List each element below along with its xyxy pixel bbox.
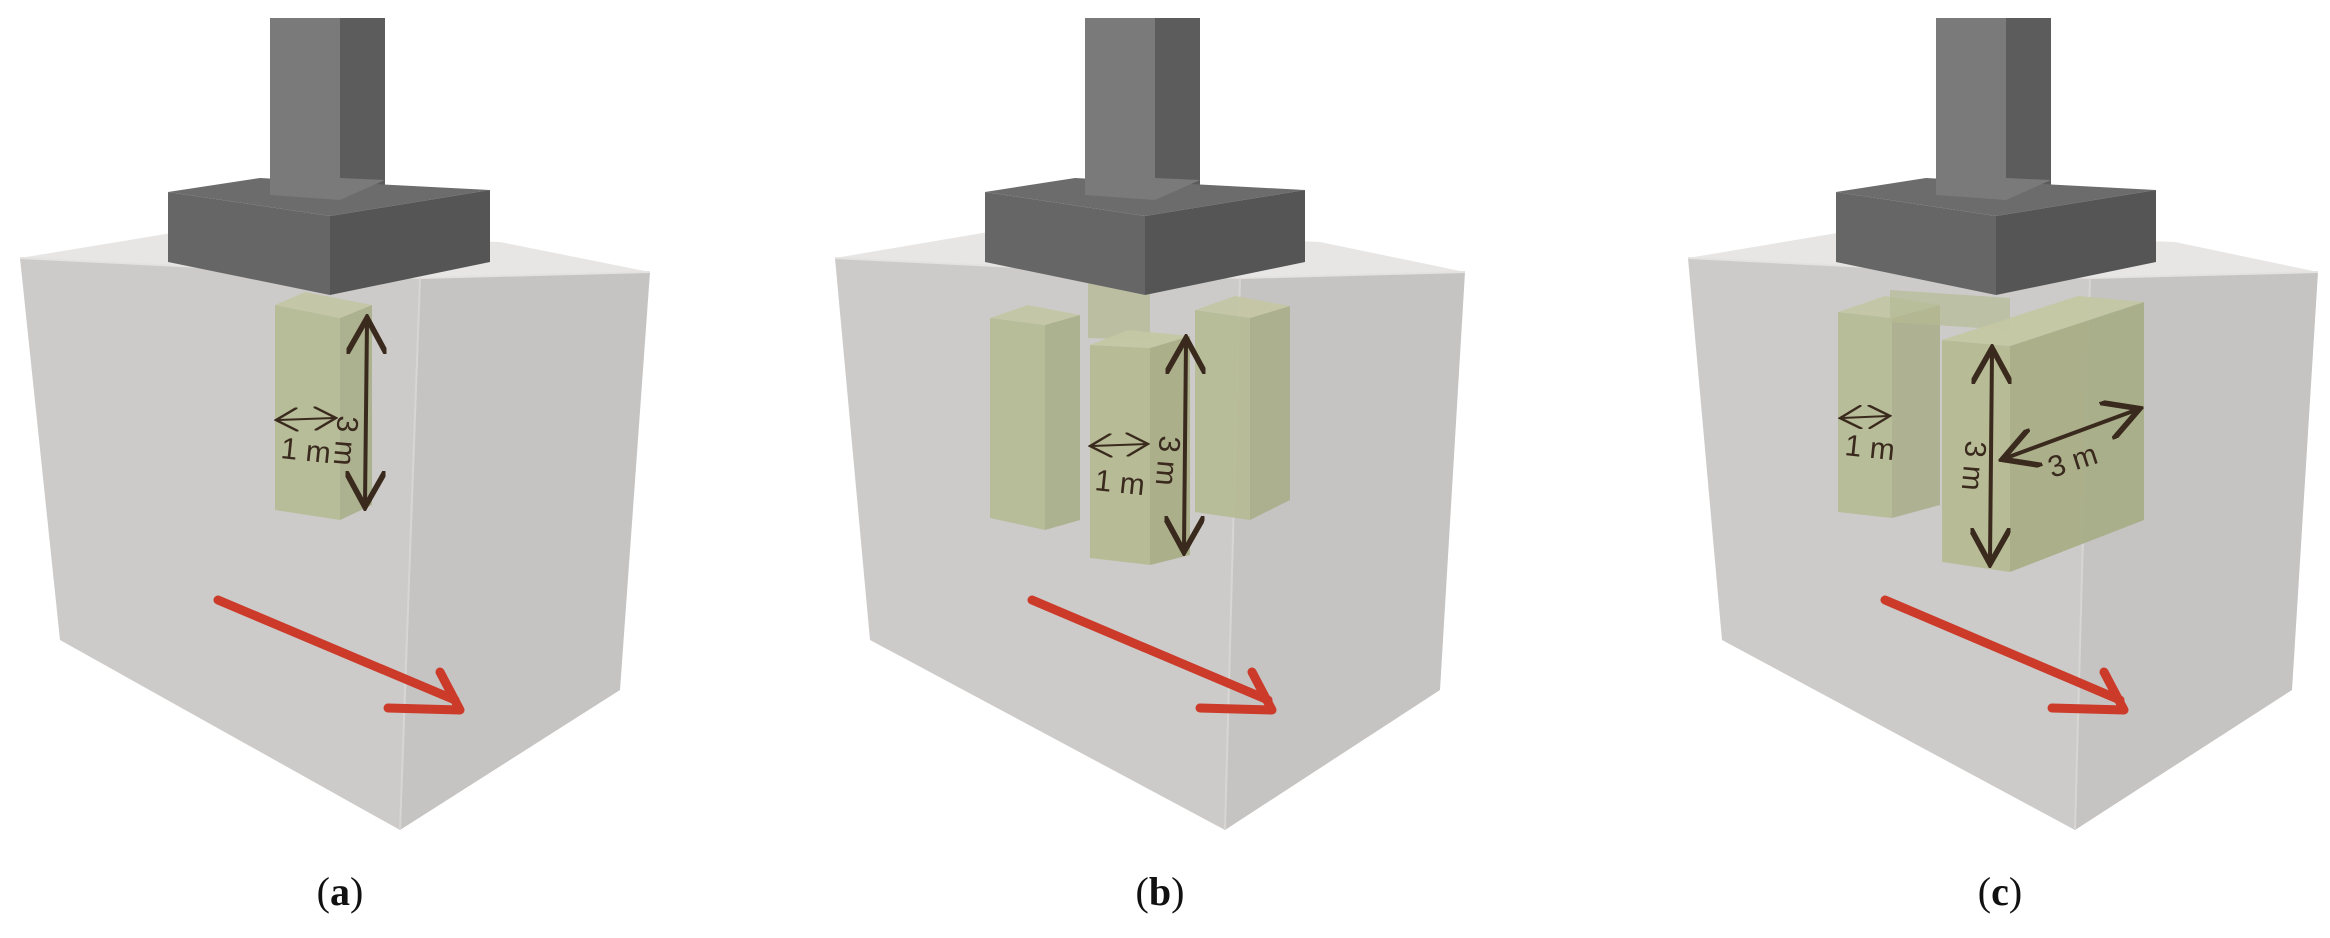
improved-zone bbox=[275, 292, 372, 520]
loading-direction-arrow bbox=[1880, 595, 2129, 715]
loading-direction-arrow bbox=[1027, 595, 1277, 715]
height-label: 3 m bbox=[1149, 434, 1186, 487]
caption-c: (c) bbox=[1977, 869, 2023, 914]
width-dimension-arrow bbox=[1092, 444, 1146, 446]
panel-a: 3 m 1 m bbox=[19, 18, 651, 831]
width-label: 1 m bbox=[279, 432, 332, 470]
column bbox=[270, 18, 385, 200]
height-dimension-arrow bbox=[1184, 342, 1186, 548]
width-dimension-arrow bbox=[1842, 416, 1888, 418]
footing bbox=[168, 178, 490, 295]
height-dimension-arrow bbox=[1990, 352, 1992, 560]
loading-direction-arrow bbox=[213, 595, 465, 715]
column bbox=[1936, 18, 2051, 200]
width-dimension-arrow bbox=[278, 418, 334, 420]
footing bbox=[1836, 178, 2156, 295]
column bbox=[1085, 18, 1200, 200]
caption-b: (b) bbox=[1135, 869, 1185, 914]
footing bbox=[985, 178, 1305, 295]
height-label: 3 m bbox=[1955, 439, 1992, 492]
height-label: 3 m bbox=[327, 414, 364, 467]
width-label: 1 m bbox=[1843, 429, 1896, 467]
length-dimension-arrow bbox=[2006, 410, 2136, 458]
panel-c: 3 m 1 m 3 m bbox=[1687, 18, 2319, 831]
caption-a: (a) bbox=[316, 869, 364, 914]
height-dimension-arrow bbox=[365, 322, 367, 503]
panel-b: 3 m 1 m bbox=[834, 18, 1466, 831]
width-label: 1 m bbox=[1093, 464, 1146, 502]
